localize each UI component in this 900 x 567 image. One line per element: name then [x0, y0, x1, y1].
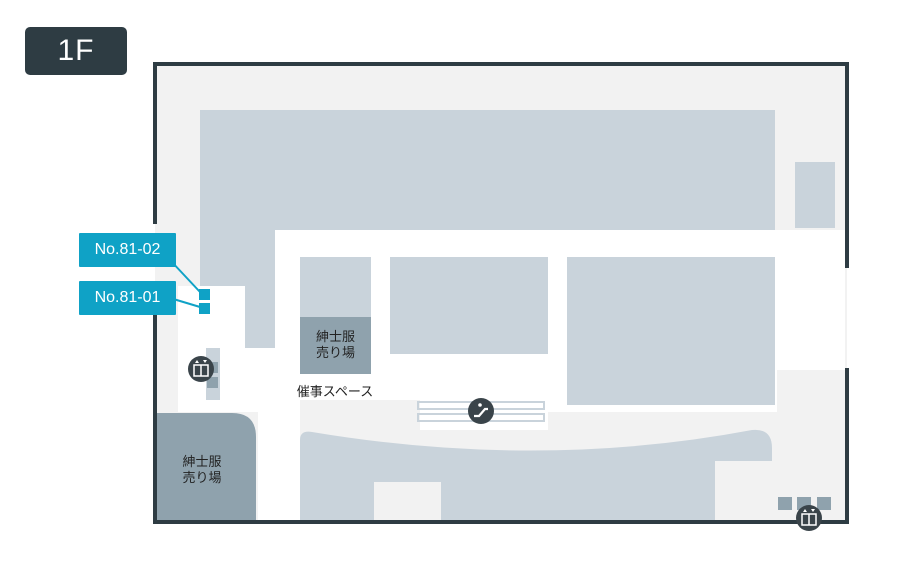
elevator-car-right-3: [817, 497, 831, 510]
store-left-strip[interactable]: [245, 286, 275, 348]
floor-badge: 1F: [25, 27, 127, 75]
elevator-car-right-1: [778, 497, 792, 510]
location-tag-81-02[interactable]: No.81-02: [79, 233, 176, 267]
store-right-small[interactable]: [795, 162, 835, 228]
outer-wall: [153, 62, 849, 524]
bottom-service-area-right: [715, 461, 772, 520]
elevator-car-left-2: [207, 377, 218, 388]
location-tag-81-01[interactable]: No.81-01: [79, 281, 176, 315]
location-marker-81-01[interactable]: [199, 303, 210, 314]
area-label-line: 紳士服: [315, 330, 355, 345]
area-label-mens-wear-left: 紳士服 売り場: [167, 455, 237, 487]
area-label-event-space: 催事スペース: [296, 385, 374, 400]
area-label-mens-wear-center: 紳士服 売り場: [300, 330, 371, 362]
elevator-icon[interactable]: [796, 505, 822, 531]
escalator-icon[interactable]: [468, 398, 494, 424]
bottom-service-area-left: [374, 482, 441, 520]
store-middle[interactable]: [390, 257, 548, 354]
store-mens-wear-center[interactable]: [300, 317, 371, 374]
store-mens-upper[interactable]: [300, 257, 371, 317]
store-right-large[interactable]: [567, 257, 775, 405]
elevator-icon[interactable]: [188, 356, 214, 382]
area-label-line: 売り場: [182, 471, 222, 486]
store-mens-wear-left[interactable]: [155, 413, 256, 520]
area-label-line: 紳士服: [182, 455, 222, 470]
location-marker-81-02[interactable]: [199, 289, 210, 300]
store-top-left-column[interactable]: [200, 230, 275, 286]
store-top[interactable]: [200, 110, 775, 230]
area-label-line: 売り場: [315, 346, 355, 361]
